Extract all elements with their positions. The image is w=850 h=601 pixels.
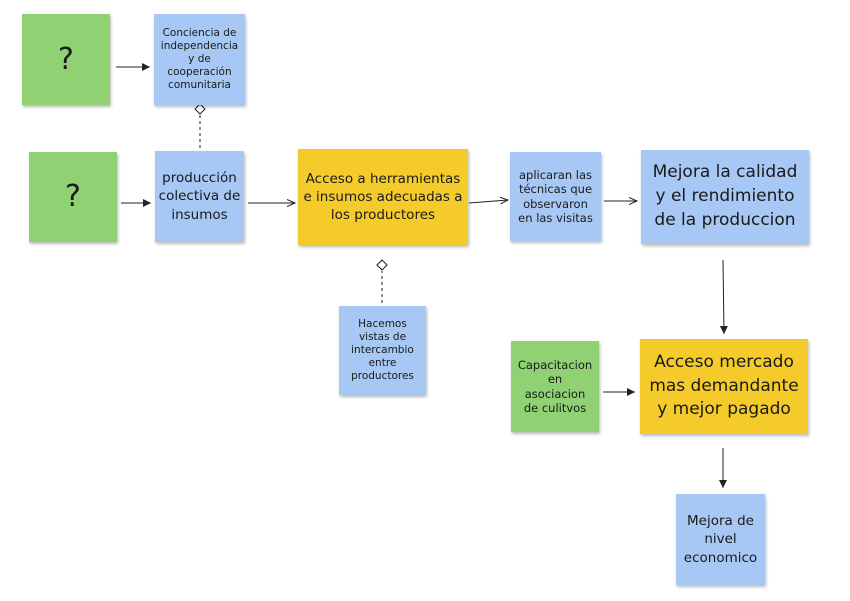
arrow-mejora-to-mercado [719, 259, 728, 335]
hacemos-note[interactable]: Hacemos vistas de intercambio entre prod… [339, 306, 426, 395]
mejora-calidad-note[interactable]: Mejora la calidad y el rendimiento de la… [641, 150, 809, 244]
arrow-acceso-to-aplicaran [468, 200, 508, 203]
mejora-nivel-note[interactable]: Mejora de nivel economico [676, 494, 765, 585]
produccion-note[interactable]: producción colectiva de insumos [155, 151, 244, 242]
capacitacion-note[interactable]: Capacitacion en asociacion de culitvos [511, 341, 599, 432]
question-note-2[interactable]: ? [29, 152, 117, 242]
question-note-1[interactable]: ? [22, 14, 110, 105]
acceso-mercado-note[interactable]: Acceso mercado mas demandante y mejor pa… [640, 339, 808, 434]
diamond-conciencia [194, 103, 206, 115]
acceso-herramientas-note[interactable]: Acceso a herramientas e insumos adecuada… [298, 149, 468, 245]
aplicaran-note[interactable]: aplicaran las técnicas que observaron en… [510, 152, 601, 241]
diamond-acceso [376, 259, 388, 271]
conciencia-note[interactable]: Conciencia de independencia y de coopera… [154, 14, 245, 105]
